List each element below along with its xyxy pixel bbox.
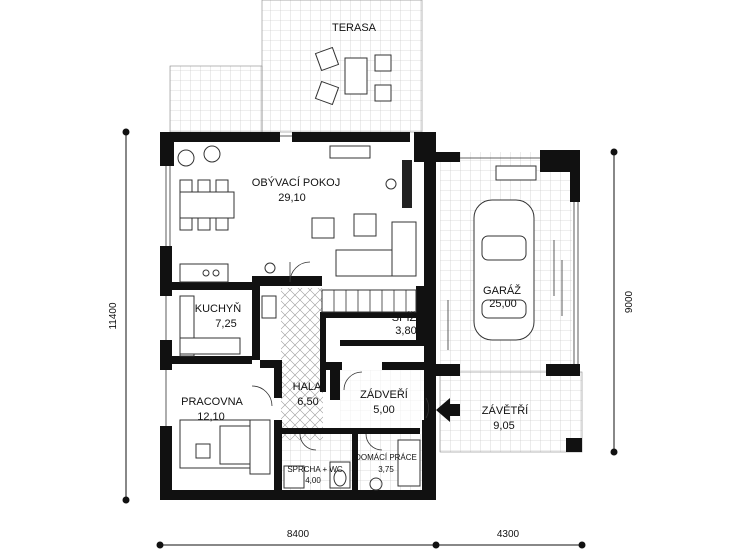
dimension-house-width: 8400 [287, 529, 310, 540]
room-area-study: 12,10 [197, 411, 225, 423]
doors [251, 261, 430, 451]
entrance-arrow-icon [436, 398, 460, 422]
porch-area [439, 371, 583, 453]
bathroom-fixtures [283, 439, 421, 491]
room-area-vestibule: 5,00 [373, 404, 394, 416]
room-label-pantry: SPÍŽ [392, 311, 417, 324]
room-area-utility: 3,75 [378, 465, 394, 474]
kitchen-furniture [179, 262, 277, 357]
terrace-furniture [314, 46, 392, 106]
living-furniture [177, 145, 417, 277]
room-label-utility: DOMÁCÍ PRÁCE [355, 453, 417, 462]
garage-car [447, 165, 563, 350]
windows [165, 135, 579, 426]
study-furniture [179, 419, 271, 475]
room-label-vestibule: ZÁDVEŘÍ [360, 388, 409, 401]
room-label-living: OBÝVACÍ POKOJ [252, 176, 340, 189]
dimension-garage-depth: 9000 [624, 290, 635, 313]
room-area-kitchen: 7,25 [215, 318, 236, 330]
room-area-shower: 4,00 [305, 476, 321, 485]
dimension-garage-width: 4300 [497, 529, 520, 540]
room-label-porch: ZÁVĚTŘÍ [482, 404, 529, 417]
room-area-garage: 25,00 [489, 298, 517, 310]
dimension-total-depth: 11400 [108, 302, 119, 330]
stairs [321, 289, 417, 313]
room-area-pantry: 3,80 [395, 325, 416, 337]
room-area-hall: 6,50 [297, 396, 318, 408]
room-label-study: PRACOVNA [181, 396, 243, 408]
room-label-garage: GARÁŽ [483, 284, 521, 297]
room-area-living: 29,10 [278, 192, 306, 204]
walls [160, 132, 582, 500]
room-label-terrace: TERASA [332, 22, 377, 34]
room-area-porch: 9,05 [493, 420, 514, 432]
room-label-kitchen: KUCHYŇ [195, 302, 242, 315]
terrace-area [169, 0, 423, 133]
room-label-hall: HALA [293, 381, 322, 393]
room-label-shower: SPRCHA + WC [287, 465, 343, 474]
hall-floor [281, 288, 323, 440]
dimension-lines [122, 128, 618, 549]
